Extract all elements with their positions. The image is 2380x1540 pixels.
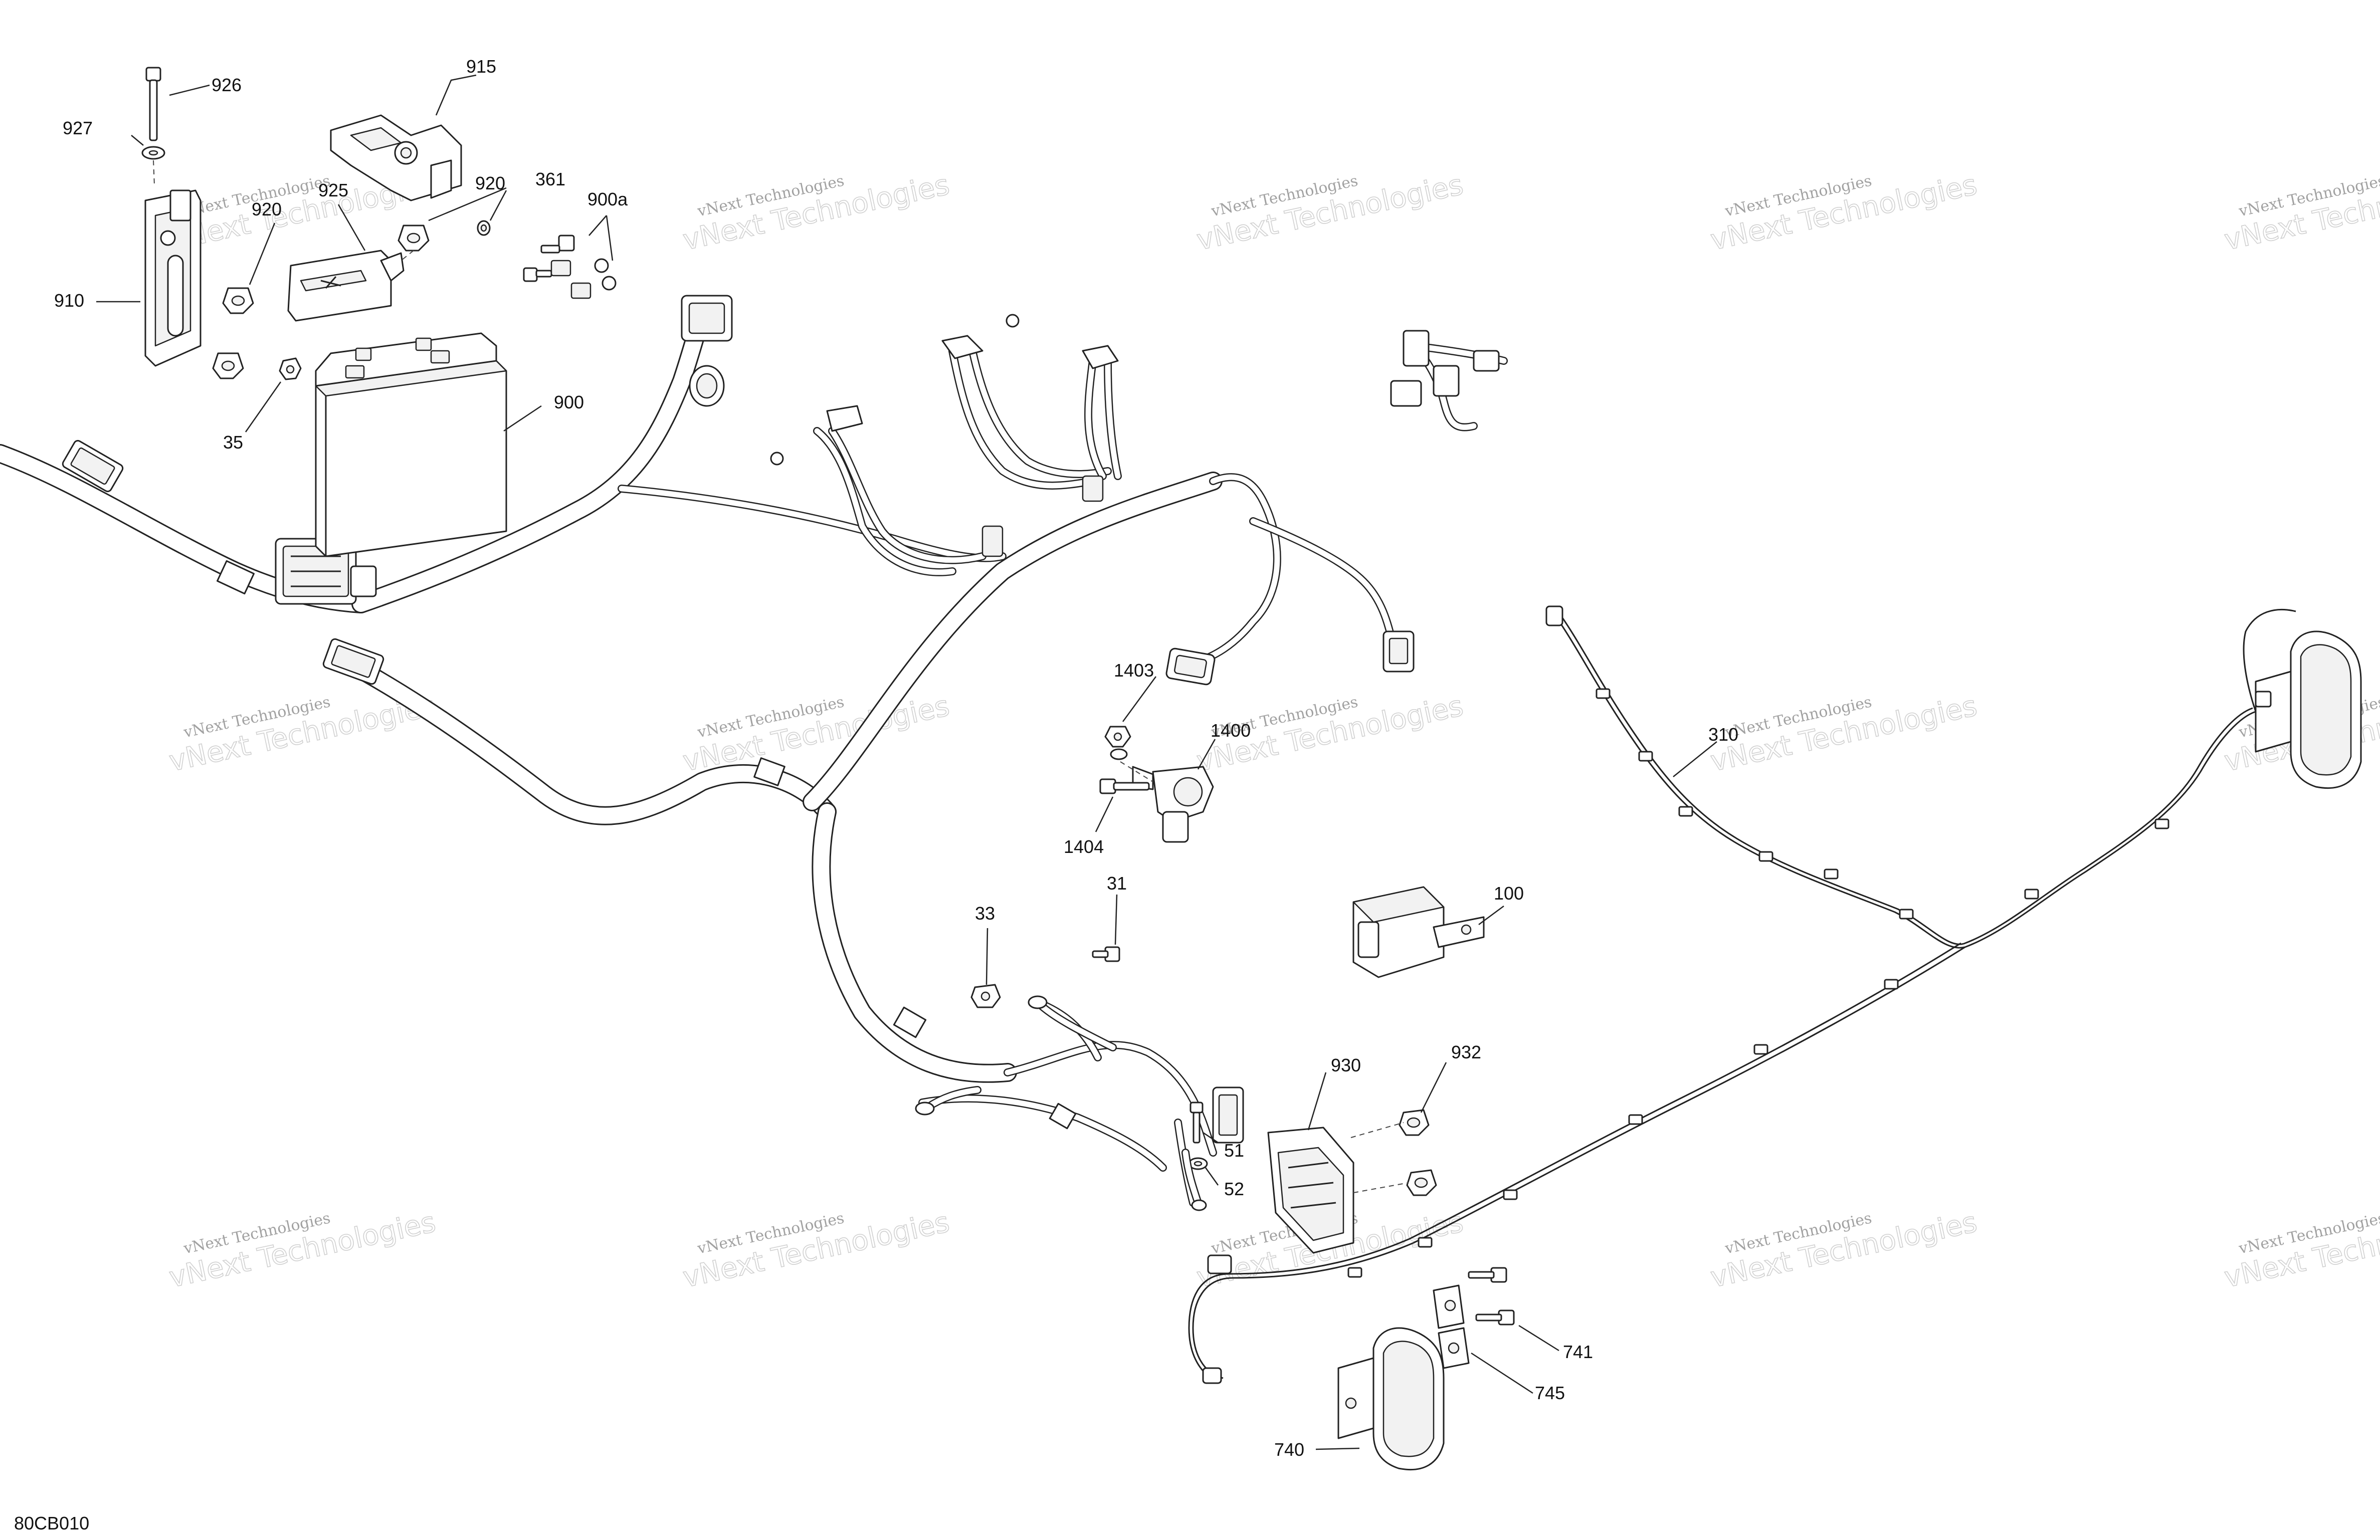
callout-910: 910 bbox=[54, 290, 84, 311]
battery-bracket bbox=[144, 189, 202, 367]
bolt-1404 bbox=[1099, 778, 1150, 794]
watermark: vNext Technologies vNext Technologies bbox=[1707, 1205, 1980, 1294]
battery-hold-down bbox=[287, 250, 405, 322]
callout-51: 51 bbox=[1224, 1140, 1244, 1161]
callout-740: 740 bbox=[1274, 1439, 1304, 1460]
battery bbox=[315, 332, 507, 557]
watermark: vNext Technologies vNext Technologies bbox=[680, 1205, 952, 1294]
leader-lines bbox=[96, 74, 1717, 1450]
callout-1404: 1404 bbox=[1064, 836, 1104, 857]
ground-cable bbox=[1028, 995, 1117, 1051]
nut-grommet bbox=[212, 352, 244, 379]
watermark: vNext Technologies vNext Technologies bbox=[1707, 168, 1980, 257]
watermarks: vNext Technologies vNext Technologies vN… bbox=[166, 168, 2380, 1294]
nut-920-upper bbox=[398, 225, 430, 252]
tail-light-740 bbox=[1337, 1327, 1445, 1471]
callout-52: 52 bbox=[1224, 1179, 1244, 1199]
diagram-code: 80CB010 bbox=[14, 1513, 89, 1533]
ground-terminal bbox=[915, 1086, 981, 1116]
callout-labels: 926 927 915 920 920 925 361 900a 910 900… bbox=[54, 56, 1738, 1460]
grommet-932-upper bbox=[1399, 1109, 1430, 1136]
callout-745: 745 bbox=[1535, 1383, 1565, 1403]
ground-nut-33 bbox=[970, 984, 1001, 1008]
callout-927: 927 bbox=[63, 118, 93, 138]
rear-light-harness-310 bbox=[1188, 605, 2296, 1384]
harness-connector-mid bbox=[322, 638, 384, 685]
bolt-926 bbox=[145, 67, 161, 141]
watermark: vNext Technologies vNext Technologies bbox=[1707, 689, 1980, 778]
callout-33: 33 bbox=[975, 903, 995, 924]
nut-1403 bbox=[1104, 726, 1131, 760]
bracket-745 bbox=[1433, 1284, 1470, 1369]
callout-900: 900 bbox=[554, 392, 584, 412]
ground-bolt-31 bbox=[1092, 946, 1120, 962]
callout-925: 925 bbox=[318, 180, 348, 200]
battery-cable-assembly bbox=[618, 314, 1122, 576]
washer-927 bbox=[141, 146, 165, 160]
watermark: vNext Technologies vNext Technologies bbox=[2221, 168, 2380, 257]
regulator-930 bbox=[1267, 1127, 1354, 1254]
callout-35: 35 bbox=[223, 432, 243, 453]
harness-connector-left bbox=[62, 439, 124, 493]
ring-361 bbox=[477, 220, 491, 236]
watermark: vNext Technologies vNext Technologies bbox=[2221, 1205, 2380, 1294]
connector-right bbox=[1382, 630, 1415, 673]
callout-930: 930 bbox=[1331, 1055, 1361, 1075]
callout-1400: 1400 bbox=[1211, 720, 1251, 741]
watermark: vNext Technologies vNext Technologies bbox=[680, 168, 952, 257]
callout-100: 100 bbox=[1494, 883, 1524, 904]
terminal-hardware-900a bbox=[523, 235, 617, 299]
callout-31: 31 bbox=[1107, 873, 1127, 894]
positive-terminal-cover bbox=[330, 114, 462, 201]
callout-361: 361 bbox=[535, 169, 565, 189]
callout-920-upper: 920 bbox=[475, 173, 505, 193]
speed-sensor-connector bbox=[1165, 647, 1216, 686]
callout-920-lower: 920 bbox=[252, 199, 282, 219]
nut-920-lower bbox=[222, 287, 254, 314]
bolt-741 bbox=[1468, 1267, 1515, 1326]
callout-900a: 900a bbox=[587, 189, 628, 209]
ground-ring-52 bbox=[1181, 1149, 1207, 1211]
callout-1403: 1403 bbox=[1114, 660, 1154, 681]
harness-clips bbox=[1347, 688, 2169, 1278]
callout-932: 932 bbox=[1451, 1042, 1481, 1062]
nut-35 bbox=[279, 357, 302, 380]
connector-930 bbox=[1212, 1086, 1244, 1144]
callout-915: 915 bbox=[466, 56, 496, 77]
watermark: vNext Technologies vNext Technologies bbox=[166, 1205, 439, 1294]
tail-light-right bbox=[2255, 630, 2362, 789]
relay-cluster bbox=[1390, 330, 1508, 431]
callout-926: 926 bbox=[212, 75, 242, 95]
watermark: vNext Technologies vNext Technologies bbox=[1194, 168, 1466, 257]
harness-connector-upper bbox=[681, 295, 733, 407]
grommet-932-lower bbox=[1406, 1169, 1437, 1196]
bolt-51 bbox=[1189, 1102, 1204, 1144]
sensor-1400 bbox=[1132, 766, 1214, 843]
callout-310: 310 bbox=[1708, 724, 1738, 745]
callout-741: 741 bbox=[1563, 1342, 1593, 1362]
module-100 bbox=[1352, 886, 1485, 978]
